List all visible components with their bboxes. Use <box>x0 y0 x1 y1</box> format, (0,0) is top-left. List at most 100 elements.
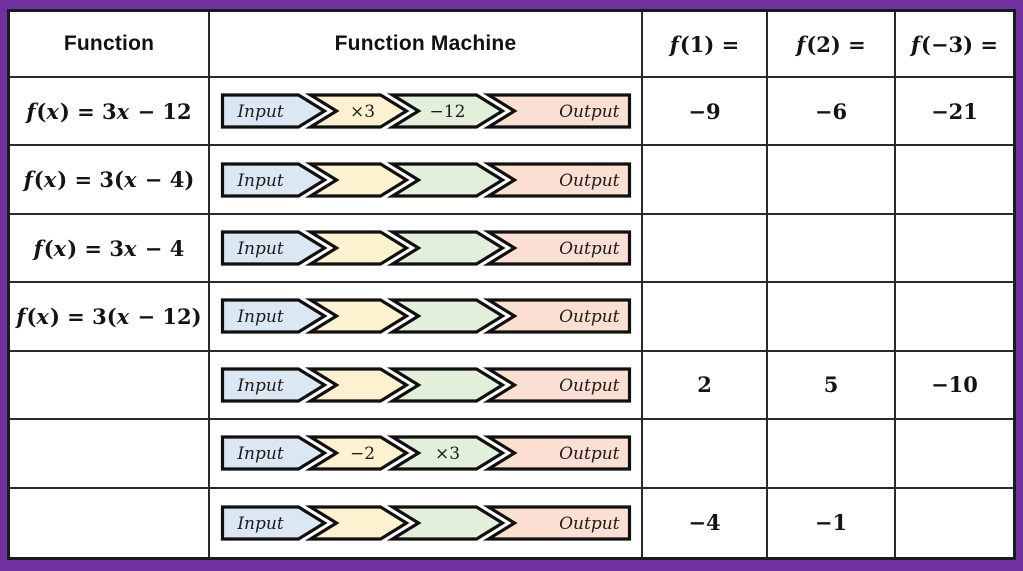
machine-op2-segment <box>386 93 506 129</box>
machine-op2-segment <box>386 162 506 198</box>
f1-value-cell <box>643 146 768 215</box>
f3-value: −21 <box>931 98 978 124</box>
machine-input-segment <box>220 367 328 403</box>
machine-op2-segment <box>386 435 506 471</box>
machine-input-segment <box>220 505 328 541</box>
machine-op1-segment <box>304 367 410 403</box>
machine-input-segment <box>220 93 328 129</box>
f2-value-cell: −6 <box>768 78 896 147</box>
machine-input-segment <box>220 298 328 335</box>
machine-op1-segment <box>304 505 410 541</box>
function-machine-cell: Input Output <box>210 351 643 421</box>
machine-output-segment <box>482 367 632 403</box>
machine-output-label: Output <box>559 514 620 534</box>
f1-value-cell: −9 <box>643 78 768 147</box>
header-function-machine: Function Machine <box>210 12 643 78</box>
machine-op1-segment <box>304 230 410 266</box>
machine-input-label: Input <box>236 444 283 464</box>
function-machine-cell: Input Output <box>210 146 643 215</box>
f2-value-cell <box>768 420 896 489</box>
f2-value-cell <box>768 146 896 215</box>
machine-output-label: Output <box>559 444 620 464</box>
machine-output-label: Output <box>559 171 620 191</box>
function-machine: Input ×3 −12 Output <box>220 93 632 129</box>
f2-value: −6 <box>814 98 848 124</box>
function-cell: f(x) = 3(x − 4) <box>10 146 210 215</box>
machine-output-segment <box>482 93 632 129</box>
header-f2: f(2) = <box>768 12 896 78</box>
f1-value-cell <box>643 214 768 284</box>
f2-value-cell: −1 <box>768 488 896 557</box>
machine-output-segment <box>482 435 632 471</box>
function-machine: Input Output <box>220 230 632 266</box>
f3-value-cell: −10 <box>896 351 1013 421</box>
machine-op2-segment <box>386 230 506 266</box>
machine-input-label: Input <box>236 239 283 259</box>
f3-value: −10 <box>931 372 978 398</box>
machine-op1-segment <box>304 298 410 335</box>
machine-output-label: Output <box>559 239 620 259</box>
machine-input-label: Input <box>236 171 283 191</box>
machine-output-label: Output <box>559 102 620 122</box>
header-function: Function <box>10 12 210 78</box>
function-machine: Input Output <box>220 298 632 335</box>
f3-value-cell <box>896 146 1013 215</box>
machine-op1-segment <box>304 435 410 471</box>
f2-value-cell <box>768 283 896 352</box>
machine-output-label: Output <box>559 307 620 327</box>
header-f3: f(−3) = <box>896 12 1013 78</box>
f3-value-cell <box>896 488 1013 557</box>
header-f1-label: f(1) = <box>669 31 740 57</box>
function-expression: f(x) = 3x − 12 <box>26 98 192 124</box>
function-cell <box>10 420 210 489</box>
f3-value-cell <box>896 214 1013 284</box>
header-f2-label: f(2) = <box>796 31 866 57</box>
f1-value: 2 <box>697 372 712 398</box>
machine-input-label: Input <box>236 376 283 396</box>
f2-value: 5 <box>823 372 839 398</box>
machine-input-segment <box>220 162 328 198</box>
machine-input-label: Input <box>236 307 283 327</box>
f1-value-cell <box>643 283 768 352</box>
function-expression: f(x) = 3(x − 4) <box>23 167 195 193</box>
function-machine-cell: Input ×3 −12 Output <box>210 78 643 147</box>
f2-value-cell <box>768 214 896 284</box>
machine-input-segment <box>220 230 328 266</box>
f1-value-cell: −4 <box>643 488 768 557</box>
header-f1: f(1) = <box>643 12 768 78</box>
machine-output-segment <box>482 298 632 335</box>
header-f3-label: f(−3) = <box>910 31 999 57</box>
function-cell <box>10 488 210 557</box>
f3-value-cell <box>896 420 1013 489</box>
function-expression: f(x) = 3x − 4 <box>33 235 185 261</box>
function-cell <box>10 351 210 421</box>
f2-value-cell: 5 <box>768 351 896 421</box>
function-cell: f(x) = 3x − 4 <box>10 214 210 284</box>
machine-op2-label: ×3 <box>435 444 460 464</box>
function-machine: Input Output <box>220 367 632 403</box>
f1-value-cell <box>643 420 768 489</box>
f3-value-cell <box>896 283 1013 352</box>
machine-output-label: Output <box>559 376 620 396</box>
machine-op1-label: ×3 <box>350 102 375 122</box>
machine-op2-segment <box>386 505 506 541</box>
header-function-machine-label: Function Machine <box>334 32 517 55</box>
f1-value: −9 <box>688 98 721 124</box>
header-function-label: Function <box>63 32 155 55</box>
f2-value: −1 <box>814 510 848 536</box>
machine-output-segment <box>482 162 632 198</box>
machine-input-label: Input <box>236 102 283 122</box>
machine-op2-segment <box>386 367 506 403</box>
machine-op1-segment <box>304 162 410 198</box>
function-machine-table: Function Function Machine f(1) = f(2) = … <box>7 9 1016 560</box>
machine-output-segment <box>482 505 632 541</box>
function-cell: f(x) = 3(x − 12) <box>10 283 210 352</box>
machine-op2-label: −12 <box>430 102 466 122</box>
f1-value-cell: 2 <box>643 351 768 421</box>
f1-value: −4 <box>688 510 721 536</box>
